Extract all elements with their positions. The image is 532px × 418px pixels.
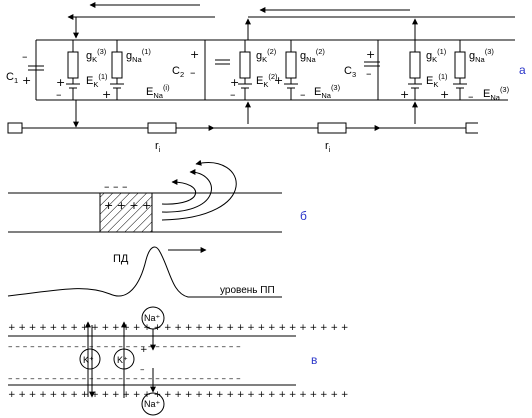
gap-minus-sign: – [140,365,145,375]
axial-terminal-right [465,122,478,134]
cap2-minus-sign: – [190,66,196,79]
segment-outer-charges: – – – [104,180,128,193]
label-C3: C3 [344,65,356,79]
cap3-plus-sign: + [366,48,375,61]
excited-region [99,192,153,233]
label-gNa3: gNa(3) [469,47,494,64]
rest-level-label: уровень ПП [220,285,275,296]
ion-k-1-label: K⁺ [83,355,94,365]
membrane-bottom-outer-charges: + + + + + + + + + + + + + + + + + + + + … [8,390,348,400]
segment-inner-charges: + + + + [104,199,151,212]
panel-label-b: б [300,209,307,223]
EK1-minus-sign: – [56,88,62,101]
resistor-gNa1 [111,51,123,79]
label-C2: C2 [172,65,184,79]
axial-terminal-left [7,122,23,134]
local-current-loop-1 [161,179,197,205]
cap3-minus-sign: – [366,67,372,80]
resistor-gK3 [409,51,421,79]
pd-label: ПД [113,253,129,265]
equivalent-circuit [7,2,515,134]
ENa2-minus-sign: – [300,88,306,101]
gap-plus-sign: + [140,345,148,355]
circuit-labels: C1 C2 C3 gK(3) gNa(1) gK(2) gNa(2) gK(1)… [6,47,526,154]
EK2-plus-sign: + [230,76,239,89]
label-gK2: gK(2) [256,47,277,64]
membrane-top-outer-charges: + + + + + + + + + + + + + + + + + + + + … [8,323,348,333]
local-current-loop-2 [161,169,212,213]
label-C1: C1 [6,71,18,85]
local-current-loop-3 [161,159,237,221]
label-gNa2: gNa(2) [300,47,325,64]
ENa2-plus-sign: + [274,74,283,87]
ion-k-1-circle [79,348,101,370]
panel-label-v: в [311,353,317,367]
label-ENa3: ENa(3) [483,85,510,102]
ion-k-2-label: K⁺ [117,355,128,365]
resistor-ri-left [147,122,177,134]
resistor-gNa3 [454,51,466,79]
label-EK1: EK(1) [86,72,108,89]
label-ENa1: ENa(i) [146,83,170,100]
EK1-plus-sign: + [56,76,65,89]
ENa3-minus-sign: – [468,90,474,103]
cap1-minus-sign: – [22,50,28,63]
label-EK3: EK(1) [426,72,448,89]
action-potential [7,246,282,298]
resistor-gK2 [239,51,251,79]
local-current-panel [8,159,282,233]
ion-na-bottom-label: Na⁺ [144,399,161,409]
membrane-bottom-inner-charges: – – – – – – – – – – – – – – – – – – – – … [8,374,241,384]
membrane-top-inner-charges: – – – – – – – – – – – – – – – – – – – – … [8,342,241,352]
label-ri-left: ri [155,140,161,154]
EK3-plus-sign: + [400,88,409,101]
membrane-panel [8,306,296,416]
ENa1-plus-sign: + [102,88,111,101]
ENa3-plus-sign: + [440,88,449,101]
label-gK3: gK(1) [426,47,447,64]
action-potential-curve [7,246,282,298]
cap2-plus-sign: + [190,48,199,61]
resistor-ri-right [317,122,347,134]
label-ri-right: ri [325,140,331,154]
resistor-gNa2 [285,51,297,79]
cap1-plus-sign: + [22,74,31,87]
label-gNa1: gNa(1) [126,47,151,64]
ion-na-bottom-circle [141,392,165,416]
label-EK2: EK(2) [256,72,278,89]
panel-label-a: а [519,63,526,77]
EK2-minus-sign: – [230,88,236,101]
ion-na-top-label: Na⁺ [144,313,161,323]
label-gK1: gK(3) [86,47,107,64]
label-ENa2: ENa(3) [314,83,341,100]
resistor-gK1 [67,51,79,79]
